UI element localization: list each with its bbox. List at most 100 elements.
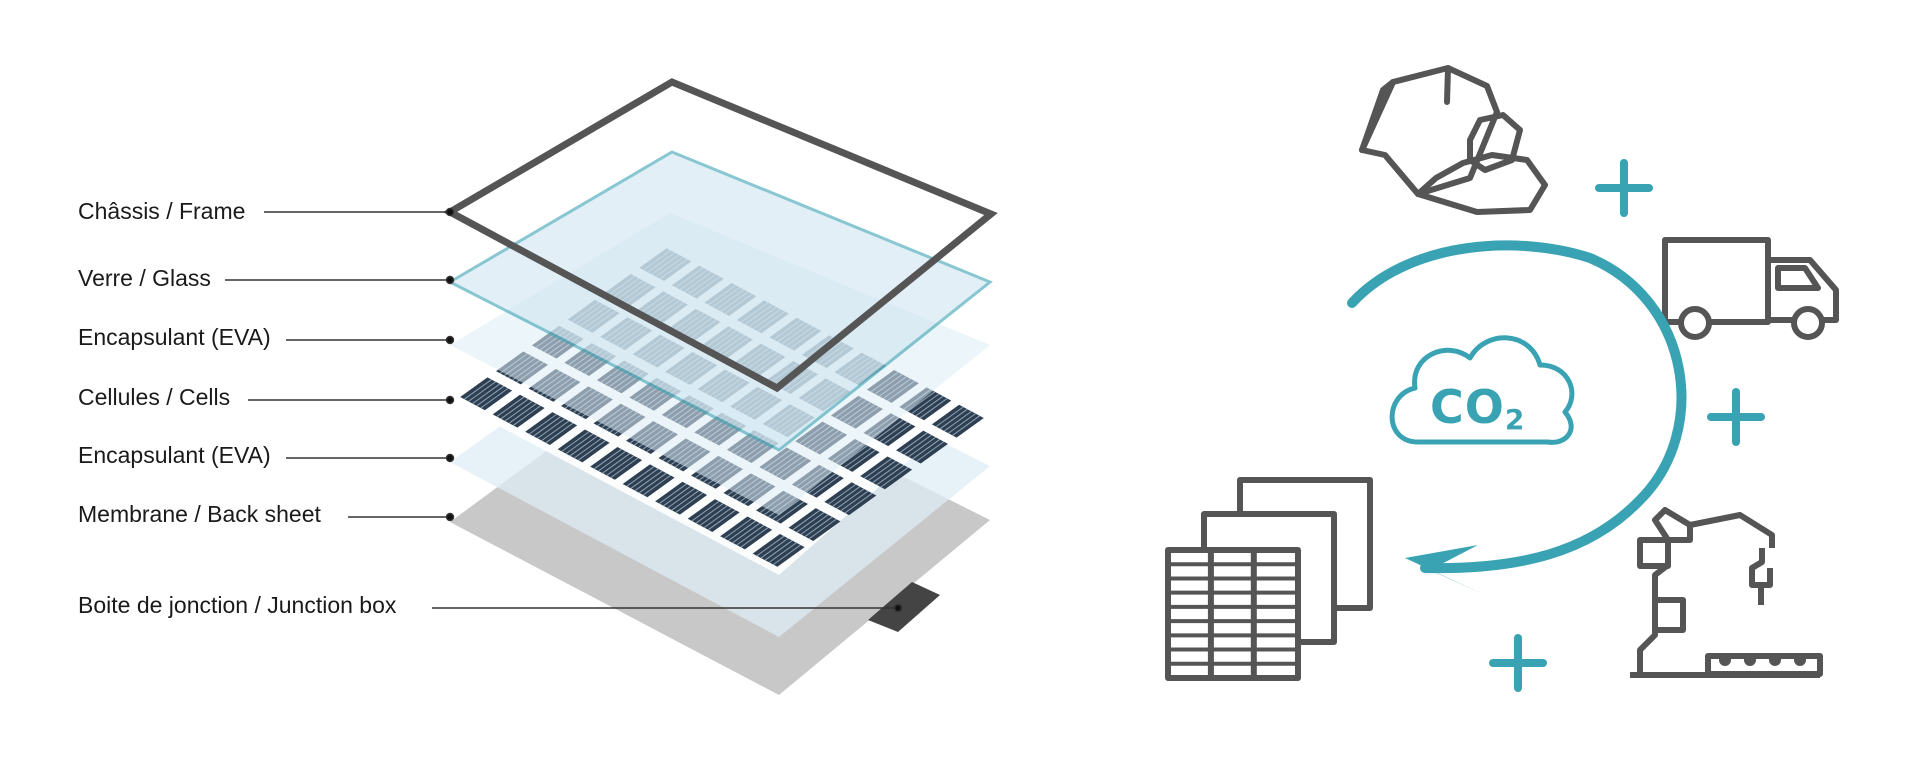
- cell-finger-line: [630, 468, 659, 489]
- plus-icon-2: [1707, 388, 1765, 446]
- cell-finger-line: [675, 492, 704, 513]
- cell-finger-line: [667, 487, 696, 509]
- cell-finger-line: [764, 540, 793, 561]
- plus-icon-1: [1595, 159, 1653, 217]
- cell-finger-line: [772, 544, 801, 566]
- cell-finger-line: [808, 518, 837, 540]
- cell-finger-line: [573, 437, 602, 459]
- cell-finger-line: [756, 535, 785, 557]
- cell-finger-line: [919, 398, 948, 419]
- cell-finger-line: [598, 450, 626, 472]
- cell-finger-line: [663, 485, 691, 507]
- cell-finger-line: [812, 475, 840, 496]
- cell-finger-line: [464, 379, 492, 400]
- cell-finger-line: [880, 467, 909, 488]
- cell-finger-line: [908, 436, 936, 458]
- cell-finger-line: [569, 435, 598, 457]
- cell-finger-line: [792, 509, 821, 531]
- cell-finger-line: [796, 512, 825, 533]
- cell-finger-line: [728, 520, 756, 542]
- cell-finger-line: [907, 391, 936, 412]
- frame-layer: [442, 78, 998, 393]
- cell-finger-line: [872, 462, 901, 484]
- cell-finger-line: [476, 385, 505, 407]
- cell-finger-line: [903, 434, 932, 456]
- label-junction-box: Boite de jonction / Junction box: [78, 592, 397, 618]
- cell-finger-line: [844, 492, 873, 514]
- cell-finger-line: [912, 439, 941, 460]
- cell-finger-line: [772, 499, 801, 520]
- cell-finger-line: [537, 418, 566, 439]
- cell-finger-line: [671, 490, 700, 511]
- cell-finger-line: [768, 542, 797, 563]
- cell-finger-line: [740, 527, 769, 548]
- cell-finger-line: [876, 464, 905, 486]
- cell-finger-line: [879, 421, 908, 443]
- cell-finger-line: [843, 447, 872, 468]
- cell-finger-line: [916, 441, 945, 462]
- cell-finger-line: [948, 413, 976, 434]
- cell-finger-line: [864, 458, 892, 479]
- cell-finger-line: [703, 507, 732, 529]
- cell-finger-line: [577, 440, 606, 461]
- cell-finger-line: [828, 484, 857, 505]
- robot-arm-icon: [1630, 507, 1823, 678]
- cell-finger-line: [943, 410, 972, 432]
- cell-finger-line: [808, 473, 836, 494]
- cell-finger-line: [875, 419, 904, 440]
- rock-icon: [1359, 65, 1548, 215]
- cell-finger-line: [594, 448, 622, 470]
- cell-finger-line: [883, 423, 912, 445]
- cell-finger-line: [545, 422, 574, 444]
- cell-finger-line: [638, 472, 667, 494]
- leader-lines: [225, 207, 903, 613]
- label-frame: Châssis / Frame: [78, 198, 246, 224]
- solar-panel-grid: [1168, 550, 1298, 678]
- cell-finger-line: [736, 524, 765, 546]
- cycle-arrow-icon: [1347, 240, 1687, 595]
- cell-finger-line: [699, 505, 728, 526]
- cell-finger-line: [468, 381, 496, 402]
- cell-finger-line: [800, 514, 829, 535]
- label-eva-bottom: Encapsulant (EVA): [78, 442, 271, 468]
- co2-subscript: 2: [1504, 403, 1526, 436]
- cell-finger-line: [508, 403, 537, 424]
- cell-finger-line: [634, 470, 663, 492]
- cell-finger-line: [840, 490, 869, 512]
- cell-finger-line: [504, 400, 533, 422]
- label-glass: Verre / Glass: [78, 265, 211, 291]
- cell-finger-line: [724, 518, 752, 539]
- cell-finger-line: [500, 398, 529, 420]
- cell-finger-line: [732, 522, 761, 544]
- cell-finger-line: [899, 432, 928, 453]
- cell-finger-line: [480, 387, 509, 409]
- cell-finger-line: [606, 455, 635, 476]
- junction-box: [868, 582, 940, 632]
- cell-finger-line: [776, 501, 805, 522]
- plus-icon-3: [1489, 634, 1547, 692]
- cell-finger-line: [939, 408, 968, 430]
- cell-finger-line: [847, 449, 876, 471]
- cell-finger-line: [804, 516, 833, 537]
- cell-finger-line: [695, 503, 724, 524]
- co2-text: CO: [1430, 380, 1505, 434]
- cell-finger-line: [952, 415, 980, 436]
- cell-finger-line: [533, 416, 561, 437]
- cell-finger-line: [472, 383, 501, 405]
- cell-finger-line: [868, 460, 896, 481]
- cell-finger-line: [911, 393, 940, 415]
- cell-finger-line: [496, 396, 525, 417]
- cell-finger-line: [832, 486, 861, 507]
- cloud-co2-icon: [1389, 335, 1575, 445]
- cell-finger-line: [836, 488, 865, 509]
- cell-finger-line: [512, 405, 541, 426]
- cell-finger-line: [707, 509, 736, 531]
- cell-finger-line: [565, 433, 594, 455]
- cell-finger-line: [691, 500, 720, 522]
- cell-finger-line: [626, 466, 655, 487]
- cell-finger-line: [561, 431, 590, 452]
- cell-finger-line: [915, 395, 944, 417]
- co2-label: CO2: [1430, 380, 1525, 436]
- cell-finger-line: [659, 483, 687, 504]
